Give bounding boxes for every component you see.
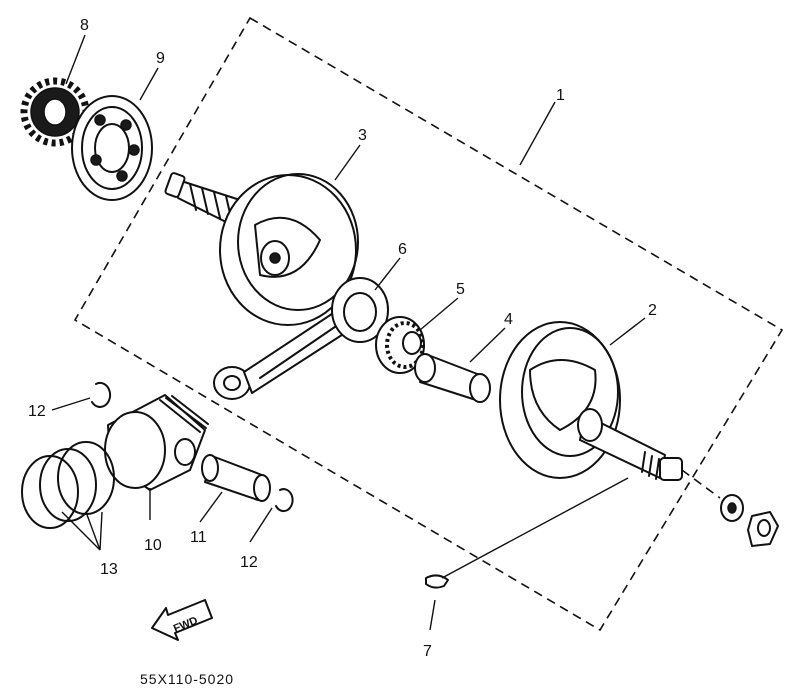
part-12-circlip-upper xyxy=(91,381,112,408)
callout-7: 7 xyxy=(423,643,432,660)
callout-2: 2 xyxy=(648,302,657,319)
callout-3: 3 xyxy=(358,127,367,144)
callout-8: 8 xyxy=(80,17,89,34)
callout-10: 10 xyxy=(144,537,162,554)
part-5-needle-bearing xyxy=(375,316,425,374)
callout-6: 6 xyxy=(398,241,407,258)
drawing-code: 55X110-5020 xyxy=(140,671,234,687)
fwd-arrow: FWD xyxy=(151,599,213,641)
part-3-crank-half-left xyxy=(164,172,359,326)
part-11-piston-pin xyxy=(201,454,271,502)
leader-lines xyxy=(51,34,646,631)
callout-4: 4 xyxy=(504,311,513,328)
callout-12-lower: 12 xyxy=(240,554,258,571)
part-13-piston-rings xyxy=(21,441,115,529)
part-9-bearing xyxy=(71,95,153,201)
callout-12-upper: 12 xyxy=(28,403,46,420)
part-10-piston xyxy=(104,394,209,491)
callout-9: 9 xyxy=(156,50,165,67)
part-12-circlip-lower xyxy=(275,488,294,513)
part-8-gear xyxy=(20,77,90,147)
part-4-crank-pin xyxy=(414,353,491,403)
callout-13: 13 xyxy=(100,561,118,578)
callout-11: 11 xyxy=(190,529,207,546)
callout-1: 1 xyxy=(556,87,565,104)
part-2-crank-half-right xyxy=(499,321,683,481)
crankshaft-assembly-boundary xyxy=(73,16,784,632)
callout-5: 5 xyxy=(456,281,465,298)
part-6-connecting-rod xyxy=(213,277,389,400)
washer-and-nut xyxy=(681,469,779,547)
